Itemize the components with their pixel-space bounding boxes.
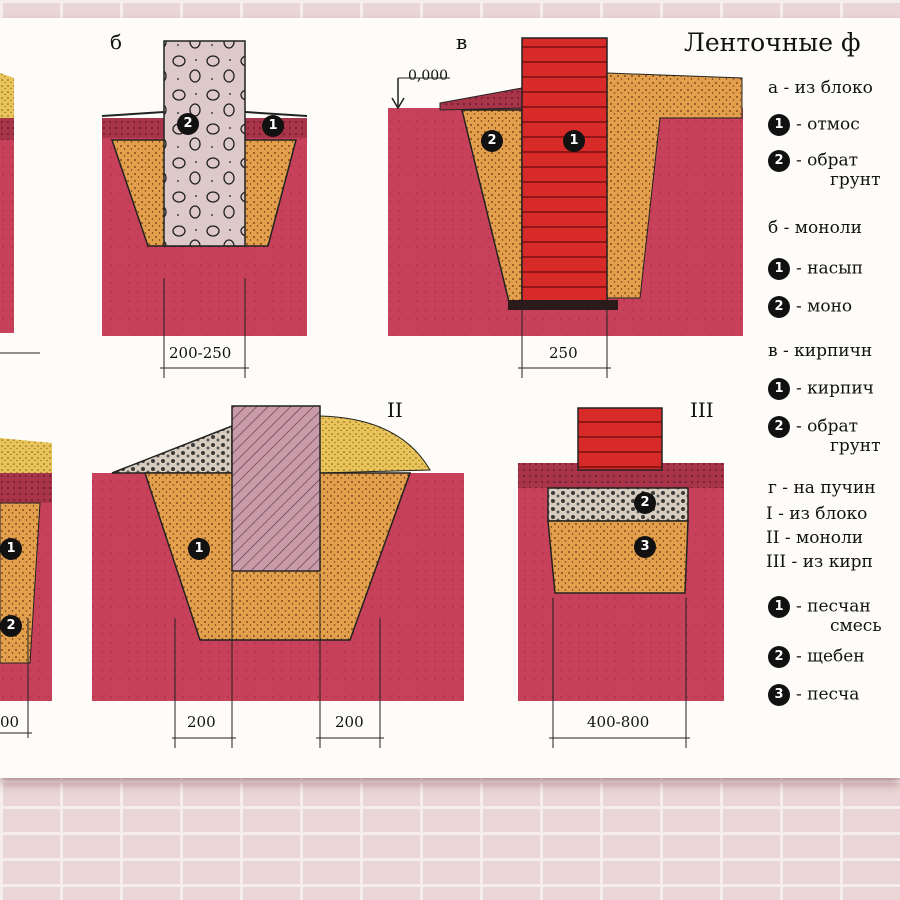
callout-b-1: 1 [262,115,290,137]
callout-i-1: 1 [0,538,28,560]
callout-i-2: 2 [0,615,28,637]
legend-a-item-2: 2- обрат [768,150,858,172]
callout-iii-3: 3 [634,536,662,558]
callout-b-2: 2 [177,113,205,135]
legend-a-head: а - из блоко [768,78,873,98]
figure-v [388,37,743,378]
legend-a-item-2-cont: грунт [830,170,881,190]
dimension-v: 250 [549,344,578,362]
dimension-a: 00 [0,713,20,731]
legend-b-head: б - моноли [768,218,862,238]
level-mark: 0,000 [408,68,449,84]
figure-i [0,438,52,738]
legend-g-item-1: 1- песчан [768,596,871,618]
figure-ii [92,405,464,748]
diagram-sheet: б в 0,000 II III 00 200-250 250 200 200 … [0,18,900,778]
legend-b-item-2: 2- моно [768,296,852,318]
legend-v-item-2-cont: грунт [830,436,881,456]
dimension-b: 200-250 [169,344,232,362]
roman-ii: II [387,398,403,422]
figure-letter-b: б [110,30,123,54]
callout-v-1: 1 [563,130,591,152]
legend-g-item-1-cont: смесь [830,616,882,636]
callout-ii-1: 1 [188,538,216,560]
figure-letter-v: в [456,30,468,54]
legend-a-item-1: 1- отмос [768,114,860,136]
diagram-title: Ленточные ф [684,28,861,57]
roman-iii: III [690,398,714,422]
legend-g-head: г - на пучин [768,478,876,498]
legend-v-item-1: 1- кирпич [768,378,874,400]
dimension-iii: 400-800 [587,713,650,731]
dimension-ii-left: 200 [187,713,216,731]
figure-a [0,73,40,354]
legend-g-item-2: 2- щебен [768,646,865,668]
legend-b-item-1: 1- насып [768,258,863,280]
legend-g-line-1: I - из блоко [766,504,868,524]
foundation-diagrams [0,37,743,748]
legend-g-item-3: 3- песча [768,684,859,706]
callout-iii-2: 2 [634,492,662,514]
dimension-ii-right: 200 [335,713,364,731]
legend-g-line-2: II - моноли [766,528,864,548]
legend-g-line-3: III - из кирп [766,552,873,572]
figure-b [101,40,308,378]
legend-v-head: в - кирпичн [768,341,873,361]
callout-v-2: 2 [481,130,509,152]
figure-iii [518,407,724,748]
legend-v-item-2: 2- обрат [768,416,858,438]
